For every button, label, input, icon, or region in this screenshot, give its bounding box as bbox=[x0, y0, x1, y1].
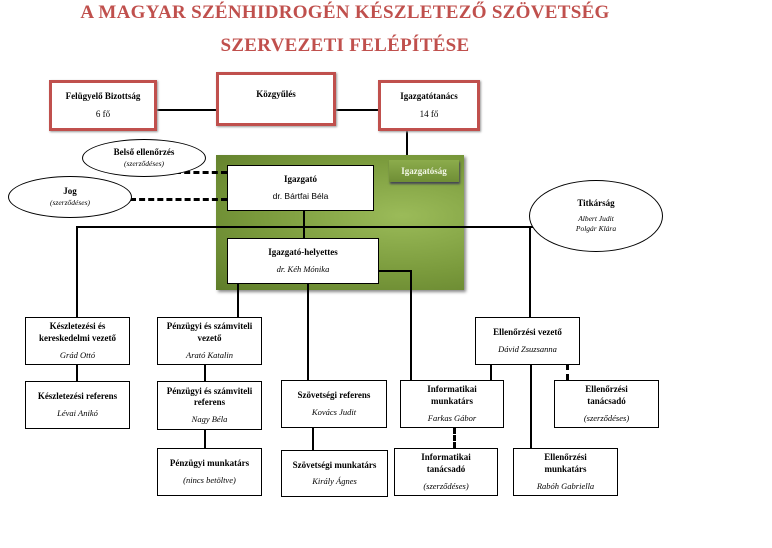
dashed-connector bbox=[130, 198, 227, 201]
connector bbox=[303, 210, 305, 238]
ellipse-title: Jog bbox=[63, 186, 77, 197]
connector bbox=[490, 364, 492, 380]
connector bbox=[76, 364, 78, 381]
ellipse-note: (szerződéses) bbox=[124, 158, 164, 168]
connector bbox=[530, 364, 532, 448]
box-title: Pénzügyi és számviteli vezető bbox=[166, 321, 253, 343]
it-advisor-box: Informatikai tanácsadó (szerződéses) bbox=[394, 448, 498, 496]
connector bbox=[410, 270, 412, 380]
chart-title-line1: A MAGYAR SZÉNHIDROGÉN KÉSZLETEZŐ SZÖVETS… bbox=[80, 2, 610, 23]
connector bbox=[237, 284, 239, 317]
connector bbox=[529, 226, 531, 317]
box-name: Arató Katalin bbox=[186, 349, 233, 360]
board-of-directors-box: Igazgatótanács 14 fő bbox=[378, 80, 480, 131]
chart-title-line2: SZERVEZETI FELÉPÍTÉSE bbox=[220, 35, 470, 56]
it-staff-box: Informatikai munkatárs Farkas Gábor bbox=[400, 380, 504, 428]
connector bbox=[379, 270, 412, 272]
box-title: Informatikai tanácsadó bbox=[421, 452, 471, 474]
general-assembly-box: Közgyűlés bbox=[216, 72, 336, 126]
ellipse-name: Polgár Klára bbox=[575, 223, 617, 233]
connector bbox=[336, 109, 378, 111]
deputy-director-box: Igazgató-helyettes dr. Kéh Mónika bbox=[227, 238, 379, 284]
box-name: Rabóh Gabriella bbox=[536, 480, 595, 491]
supervisory-board-box: Felügyelő Bizottság 6 fő bbox=[49, 80, 157, 131]
box-title: Pénzügyi és számviteli referens bbox=[166, 385, 253, 408]
box-title: Készletezési referens bbox=[37, 391, 118, 402]
box-title: Ellenőrzési vezető bbox=[493, 327, 562, 338]
box-title: Igazgató bbox=[284, 174, 317, 185]
box-name: (nincs betöltve) bbox=[183, 474, 236, 485]
box-title: Ellenőrzési tanácsadó bbox=[585, 384, 628, 406]
dashed-connector bbox=[566, 364, 569, 380]
box-title: Igazgatótanács bbox=[400, 90, 458, 101]
connector bbox=[307, 284, 309, 380]
secretariat-ellipse: Titkárság Albert Judit Polgár Klára bbox=[529, 180, 663, 252]
internal-audit-ellipse: Belső ellenőrzés (szerződéses) bbox=[82, 139, 206, 177]
finance-manager-box: Pénzügyi és számviteli vezető Arató Kata… bbox=[157, 317, 262, 365]
box-title: Ellenőrzési munkatárs bbox=[544, 452, 587, 474]
connector bbox=[204, 364, 206, 381]
box-name: Király Ágnes bbox=[312, 476, 357, 487]
director-box: Igazgató dr. Bártfai Béla bbox=[227, 165, 374, 211]
connector bbox=[312, 427, 314, 450]
box-title: Szövetségi referens bbox=[297, 390, 371, 401]
box-note: 6 fő bbox=[95, 108, 111, 119]
box-name: dr. Bártfai Béla bbox=[272, 190, 329, 201]
box-title: Felügyelő Bizottság bbox=[65, 90, 141, 101]
dashed-connector bbox=[453, 428, 456, 448]
connector bbox=[406, 130, 408, 155]
box-title: Pénzügyi munkatárs bbox=[169, 458, 250, 469]
box-title: Készletezési és kereskedelmi vezető bbox=[38, 321, 117, 343]
box-name: Dávid Zsuzsanna bbox=[498, 343, 557, 354]
box-name: Grád Ottó bbox=[59, 349, 96, 360]
box-name: (szerződéses) bbox=[423, 480, 469, 491]
connector bbox=[157, 109, 216, 111]
main-horizontal-connector bbox=[77, 226, 542, 228]
box-note: 14 fő bbox=[419, 108, 439, 119]
inventory-referent-box: Készletezési referens Lévai Anikó bbox=[25, 381, 130, 429]
finance-referent-box: Pénzügyi és számviteli referens Nagy Bél… bbox=[157, 381, 262, 430]
legal-ellipse: Jog (szerződéses) bbox=[8, 176, 132, 218]
box-name: (szerződéses) bbox=[583, 412, 630, 423]
audit-advisor-box: Ellenőrzési tanácsadó (szerződéses) bbox=[554, 380, 659, 428]
box-name: Lévai Anikó bbox=[57, 407, 98, 418]
box-title: Közgyűlés bbox=[256, 89, 296, 99]
box-title: Informatikai munkatárs bbox=[427, 384, 477, 406]
ellipse-title: Belső ellenőrzés bbox=[113, 147, 175, 158]
directorate-label: Igazgatóság bbox=[389, 160, 459, 182]
association-referent-box: Szövetségi referens Kovács Judit bbox=[281, 380, 387, 428]
inventory-manager-box: Készletezési és kereskedelmi vezető Grád… bbox=[25, 317, 130, 365]
box-name: Kovács Judit bbox=[311, 406, 357, 417]
ellipse-title: Titkárság bbox=[577, 198, 615, 209]
ellipse-note: (szerződéses) bbox=[50, 197, 90, 207]
box-name: dr. Kéh Mónika bbox=[276, 263, 330, 274]
box-name: Nagy Béla bbox=[191, 414, 228, 425]
box-name: Farkas Gábor bbox=[427, 412, 477, 423]
dashed-connector bbox=[175, 171, 227, 174]
connector bbox=[76, 226, 78, 317]
audit-staff-box: Ellenőrzési munkatárs Rabóh Gabriella bbox=[513, 448, 618, 496]
box-title: Igazgató-helyettes bbox=[268, 247, 338, 258]
finance-staff-box: Pénzügyi munkatárs (nincs betöltve) bbox=[157, 448, 262, 496]
box-title: Szövetségi munkatárs bbox=[292, 459, 377, 470]
ellipse-name: Albert Judit bbox=[578, 214, 614, 224]
association-staff-box: Szövetségi munkatárs Király Ágnes bbox=[281, 450, 388, 497]
audit-manager-box: Ellenőrzési vezető Dávid Zsuzsanna bbox=[475, 317, 580, 365]
connector bbox=[204, 429, 206, 448]
